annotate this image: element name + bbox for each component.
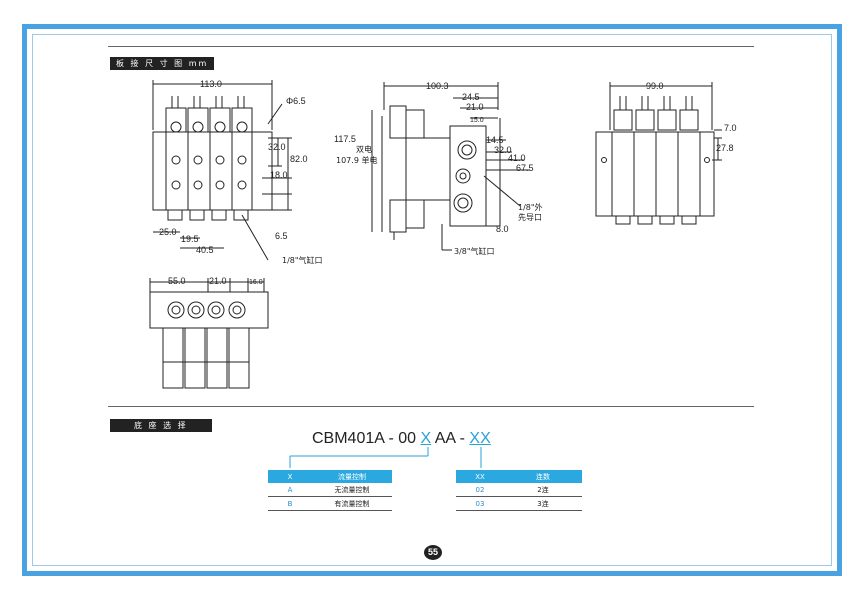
base-section-title: 底 座 选 择 <box>110 419 212 432</box>
unit-count-table: XX 连数 02 2连 03 3连 <box>456 470 582 511</box>
dim-front-w19-5: 19.5 <box>181 234 199 244</box>
dim-side-width: 100.3 <box>426 81 449 91</box>
page-number: 55 <box>424 545 442 560</box>
dim-rear-7: 7.0 <box>724 123 737 133</box>
dim-side-pilot-1: 1/8"外 <box>518 202 543 212</box>
flow-table-header-code: X <box>268 470 312 483</box>
dim-side-117-5: 117.5 <box>334 134 356 144</box>
table-row: B 有流量控制 <box>268 496 392 511</box>
dim-side-21: 21.0 <box>466 102 484 112</box>
flow-control-table: X 流量控制 A 无流量控制 B 有流量控制 <box>268 470 392 511</box>
dim-front-h82: 82.0 <box>290 154 308 164</box>
dim-front-w25: 25.0 <box>159 227 177 237</box>
dim-side-41: 41.0 <box>508 153 526 163</box>
count-table-header-code: XX <box>456 470 504 483</box>
count-code: 02 <box>456 483 504 497</box>
dim-side-32: 32.0 <box>494 145 512 155</box>
front-view-drawing <box>152 80 292 261</box>
flow-desc: 无流量控制 <box>312 483 392 497</box>
dim-side-double: 双电 <box>356 144 372 154</box>
page-frame-outer <box>22 24 842 576</box>
flow-code: B <box>268 496 312 511</box>
dim-side-14-5: 14.5 <box>486 135 504 145</box>
dim-front-width: 113.0 <box>200 79 222 89</box>
dim-top-55: 55.0 <box>168 276 186 286</box>
dim-side-67-5: 67.5 <box>516 163 534 173</box>
model-prefix: CBM401A - 00 <box>312 430 421 447</box>
mid-rule <box>108 406 754 407</box>
flow-table-header-desc: 流量控制 <box>312 470 392 483</box>
page-frame-inner <box>32 34 832 566</box>
table-row: 03 3连 <box>456 496 582 511</box>
count-table-header-desc: 连数 <box>504 470 582 483</box>
dim-front-h18: 18.0 <box>270 170 288 180</box>
count-desc: 3连 <box>504 496 582 511</box>
top-rule <box>108 46 754 47</box>
dim-rear-width: 99.0 <box>646 81 664 91</box>
model-dash: - <box>459 430 470 447</box>
dim-side-107-9: 107.9 单电 <box>336 155 377 165</box>
count-desc: 2连 <box>504 483 582 497</box>
model-count-code: XX <box>469 430 491 447</box>
dim-front-h32: 32.0 <box>268 142 286 152</box>
count-code: 03 <box>456 496 504 511</box>
dim-side-cyl-port: 3/8"气缸口 <box>454 246 495 256</box>
dim-side-8: 8.0 <box>496 224 509 234</box>
top-view-drawing <box>149 278 269 389</box>
dim-front-h6-5: 6.5 <box>275 231 288 241</box>
rear-view-drawing <box>595 82 722 225</box>
dim-rear-27-8: 27.8 <box>716 143 734 153</box>
dim-side-15: 15.0 <box>470 117 484 124</box>
table-row: 02 2连 <box>456 483 582 497</box>
table-row: A 无流量控制 <box>268 483 392 497</box>
dim-side-pilot-2: 先导口 <box>518 212 542 222</box>
model-code: CBM401A - 00 X AA - XX <box>312 430 491 448</box>
flow-code: A <box>268 483 312 497</box>
model-mid: AA <box>431 430 460 447</box>
dimensions-section-title: 板 接 尺 寸 图 mm <box>110 57 215 70</box>
flow-desc: 有流量控制 <box>312 496 392 511</box>
dim-front-port: 1/8"气缸口 <box>282 255 323 265</box>
dim-front-w40-5: 40.5 <box>196 245 214 255</box>
dim-side-24-5: 24.5 <box>462 92 480 102</box>
model-flow-code: X <box>420 430 432 447</box>
dim-front-diameter: Φ6.5 <box>286 96 306 106</box>
dim-top-21: 21.0 <box>209 276 227 286</box>
dim-top-16: 16.0 <box>249 279 263 286</box>
side-view-drawing <box>371 82 530 251</box>
